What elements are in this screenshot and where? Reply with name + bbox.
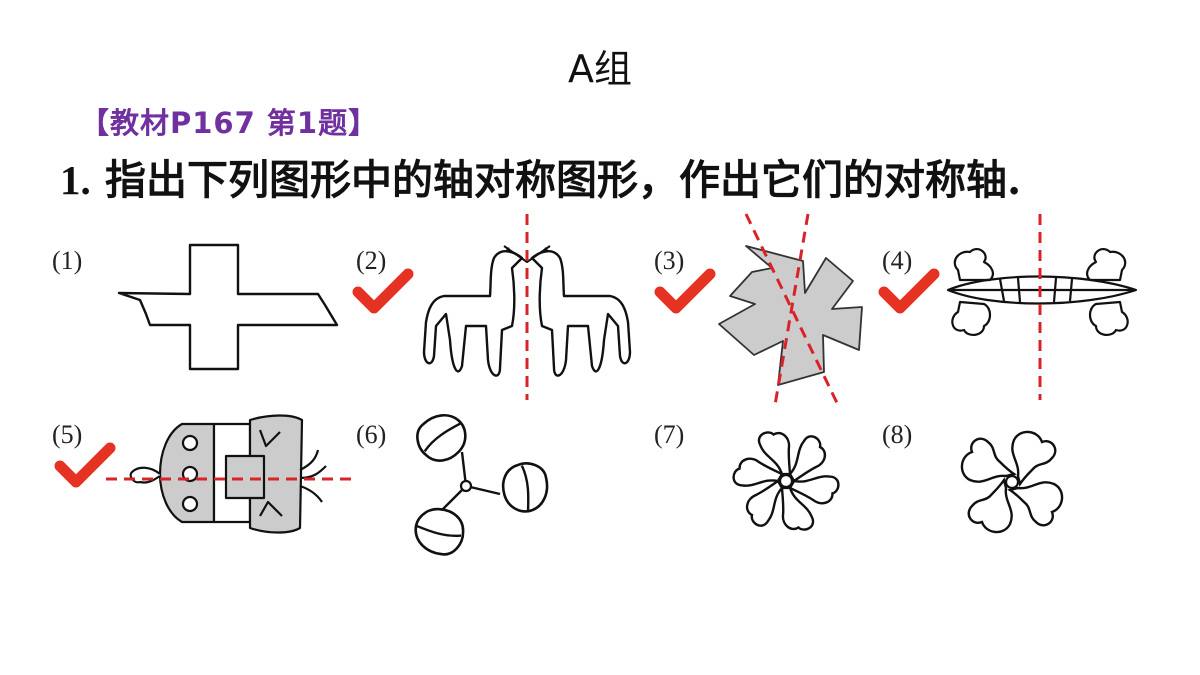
figure-1-cross-shape bbox=[117, 243, 339, 371]
check-mark-figure-4 bbox=[884, 274, 934, 308]
textbook-source-tag: 【教材P167 第1题】 bbox=[80, 106, 379, 140]
axis-line-figure-3b bbox=[773, 213, 810, 406]
question-number: 1. bbox=[60, 157, 91, 203]
figure-label-8: (8) bbox=[882, 420, 913, 449]
figure-label-7: (7) bbox=[654, 420, 685, 449]
figure-label-2: (2) bbox=[356, 246, 387, 275]
check-mark-figure-3 bbox=[660, 274, 710, 308]
figure-5-lantern bbox=[129, 414, 327, 534]
figure-label-4: (4) bbox=[882, 246, 913, 275]
figure-7-flower bbox=[726, 423, 846, 539]
figure-2-llamas bbox=[422, 245, 632, 377]
figure-label-6: (6) bbox=[356, 420, 387, 449]
group-title: A组 bbox=[568, 47, 632, 91]
check-mark-figure-2 bbox=[358, 274, 408, 308]
figure-2-llama-eye-right bbox=[544, 247, 548, 251]
figure-label-1: (1) bbox=[52, 246, 83, 275]
question-text: 1. 指出下列图形中的轴对称图形，作出它们的对称轴. bbox=[60, 146, 1021, 206]
check-mark-figure-5 bbox=[60, 448, 110, 482]
figure-2-llama-eye-left bbox=[506, 247, 510, 251]
figure-8-pinwheel bbox=[960, 430, 1064, 534]
figure-label-5: (5) bbox=[52, 420, 83, 449]
figure-6-tri-blob bbox=[406, 407, 553, 564]
figure-4-ornament bbox=[946, 247, 1138, 336]
figure-label-3: (3) bbox=[654, 246, 685, 275]
question-body: 指出下列图形中的轴对称图形，作出它们的对称轴. bbox=[105, 156, 1022, 204]
figure-3-gray-pinwheel bbox=[718, 245, 863, 386]
